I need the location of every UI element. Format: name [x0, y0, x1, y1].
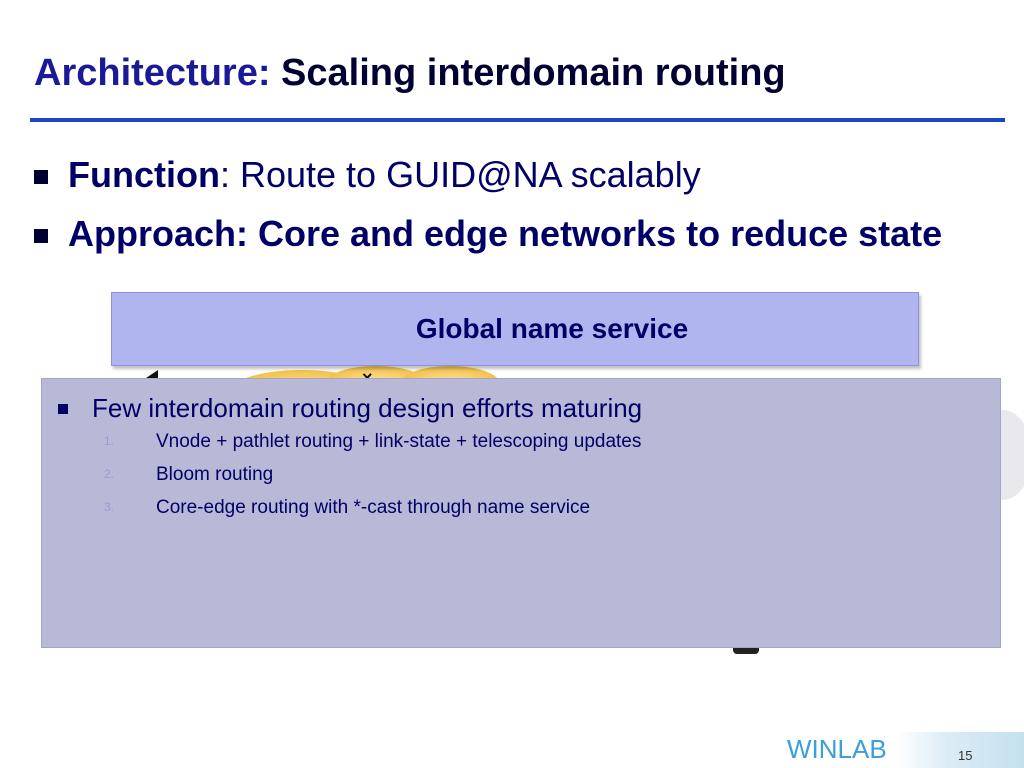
square-bullet-icon	[34, 170, 48, 184]
title-divider	[30, 118, 1005, 122]
note-heading: Few interdomain routing design efforts m…	[58, 393, 643, 424]
note-item-number: 1.	[104, 434, 115, 448]
note-item-number: 2.	[104, 467, 115, 481]
slide-title: Architecture: Scaling interdomain routin…	[34, 52, 786, 95]
note-item-text: Core-edge routing with *-cast through na…	[156, 497, 591, 518]
global-name-service-label: Global name service	[415, 313, 689, 344]
bullet-rest: : Route to GUID@NA scalably	[219, 154, 701, 195]
bullet-approach: Approach: Core and edge networks to redu…	[30, 209, 990, 258]
footer-band	[896, 732, 1024, 768]
bullet-function: Function: Route to GUID@NA scalably	[30, 150, 990, 199]
title-prefix: Architecture:	[34, 52, 271, 94]
square-bullet-icon	[34, 229, 48, 243]
bullet-bold: Function	[68, 154, 220, 195]
square-bullet-icon	[58, 404, 68, 414]
bullet-bold: Approach: Core and edge networks to redu…	[68, 213, 943, 254]
title-rest: Scaling interdomain routing	[270, 52, 786, 94]
note-item-number: 3.	[104, 500, 115, 514]
global-name-service-box: Global name service	[111, 292, 919, 366]
note-item: 3. Core-edge routing with *-cast through…	[104, 497, 591, 519]
winlab-logo: WINLAB	[787, 734, 887, 764]
overlay-note-box: Few interdomain routing design efforts m…	[41, 378, 1001, 648]
page-number: 15	[958, 748, 973, 763]
note-item: 2. Bloom routing	[104, 464, 274, 486]
note-item-text: Bloom routing	[156, 464, 274, 485]
note-item: 1. Vnode + pathlet routing + link-state …	[104, 431, 642, 453]
bullet-list: Function: Route to GUID@NA scalably Appr…	[30, 150, 990, 268]
note-heading-text: Few interdomain routing design efforts m…	[92, 393, 643, 423]
note-item-text: Vnode + pathlet routing + link-state + t…	[156, 431, 642, 452]
